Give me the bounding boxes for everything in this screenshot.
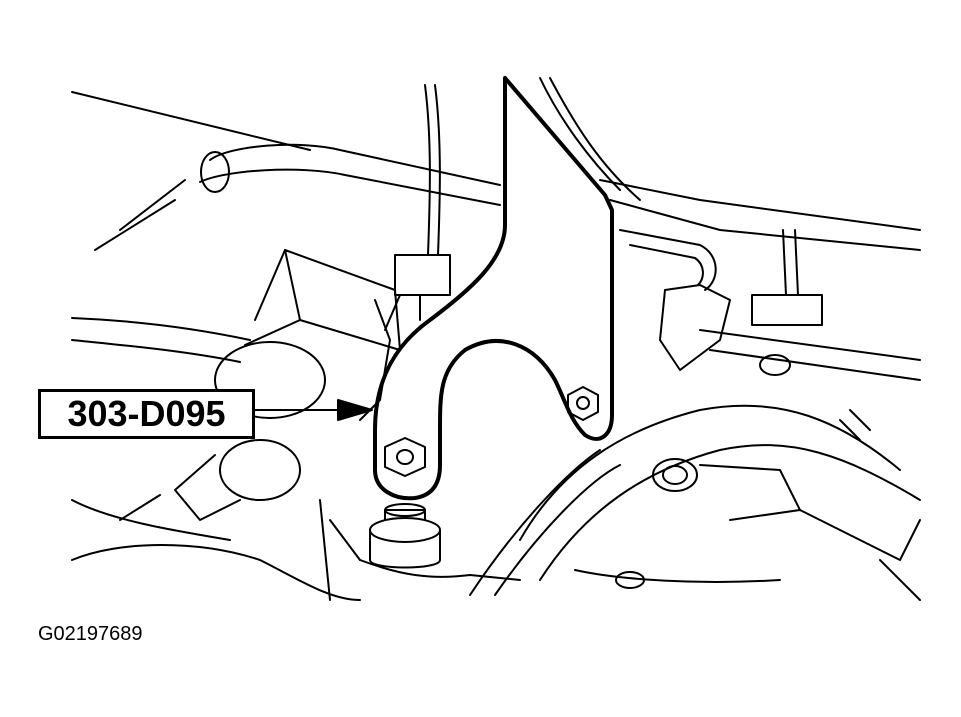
special-tool-303-d095 xyxy=(375,78,612,498)
tool-nut-upper xyxy=(568,387,598,420)
tool-nut-lower xyxy=(385,438,425,476)
lower-bolt xyxy=(370,504,440,568)
callout-box: 303-D095 xyxy=(38,389,255,439)
background-engine-parts xyxy=(72,78,920,600)
figure-id: G02197689 xyxy=(38,623,143,645)
tool-number-label: 303-D095 xyxy=(67,393,226,434)
callout-leader-arrow xyxy=(255,400,372,420)
